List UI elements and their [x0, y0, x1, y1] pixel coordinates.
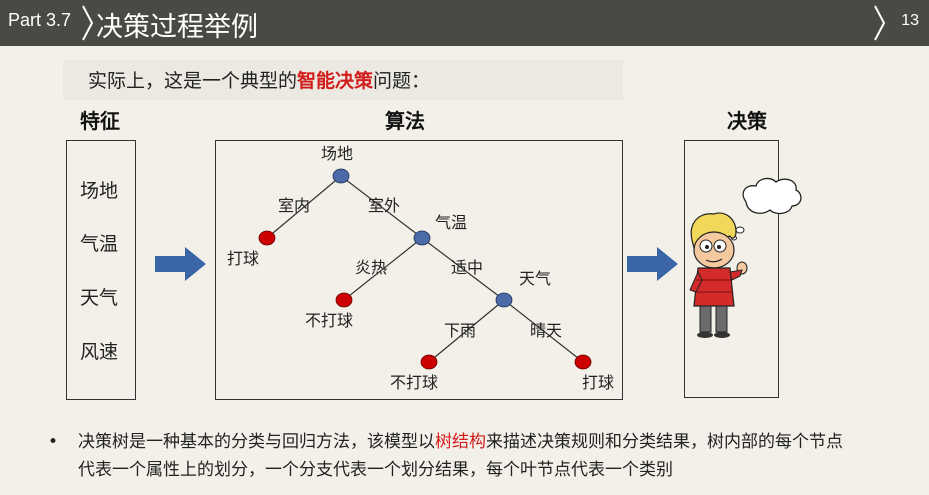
- right-arrow-icon: [627, 247, 678, 281]
- bullet-text: 决策树是一种基本的分类与回归方法，该模型以树结构来描述决策规则和分类结果，树内部…: [78, 428, 848, 484]
- intro-prefix: 实际上，这是一个典型的: [88, 70, 298, 92]
- algorithm-heading: 算法: [385, 109, 425, 133]
- leaf-label-no-play: 不打球: [305, 311, 353, 330]
- thought-bubble-icon: [731, 177, 802, 241]
- tree-leaf: [258, 230, 276, 246]
- chevron-right-icon: [874, 5, 886, 41]
- tree-node: [495, 292, 513, 308]
- chevron-right-icon: [82, 5, 94, 41]
- algorithm-box: [215, 140, 623, 400]
- branch-label-rain: 下雨: [444, 321, 476, 340]
- feature-item: 风速: [80, 341, 119, 363]
- decision-tree: 场地 室内 室外 打球 气温 炎热 适中 不打球 天气 下雨 晴天 不打球 打球: [227, 144, 614, 392]
- intro-highlight: 智能决策: [297, 70, 374, 92]
- branch-label-mild: 适中: [451, 258, 483, 277]
- node-label-weather: 天气: [519, 269, 551, 288]
- tree-leaf: [420, 354, 438, 370]
- branch-label-indoor: 室内: [278, 196, 310, 215]
- node-label-root: 场地: [321, 144, 353, 163]
- tree-leaf: [335, 292, 353, 308]
- right-arrow-icon: [155, 247, 206, 281]
- page-number: 13: [901, 12, 919, 29]
- tree-leaf: [574, 354, 592, 370]
- bullet-dot: •: [48, 432, 59, 452]
- features-heading: 特征: [80, 109, 120, 133]
- node-label-temperature: 气温: [435, 213, 467, 232]
- bullet-prefix: 决策树是一种基本的分类与回归方法，该模型以: [78, 432, 435, 452]
- decision-heading: 决策: [727, 109, 767, 133]
- branch-label-outdoor: 室外: [368, 196, 400, 215]
- feature-item: 场地: [80, 180, 119, 202]
- thinking-person-illustration: [689, 177, 802, 338]
- intro-band: [63, 60, 623, 100]
- tree-node: [413, 230, 431, 246]
- bullet-highlight: 树结构: [435, 432, 486, 452]
- branch-label-sunny: 晴天: [530, 321, 562, 340]
- feature-item: 天气: [80, 287, 119, 309]
- branch-label-hot: 炎热: [355, 258, 387, 277]
- leaf-label-play: 打球: [227, 249, 259, 268]
- feature-item: 气温: [80, 233, 119, 255]
- leaf-label-play: 打球: [582, 373, 614, 392]
- slide-header: Part 3.7 决策过程举例 13: [0, 0, 929, 46]
- intro-text: 实际上，这是一个典型的智能决策问题：: [88, 66, 430, 93]
- slide-title: 决策过程举例: [96, 12, 258, 43]
- features-box: [66, 140, 136, 400]
- leaf-label-no-play: 不打球: [390, 373, 438, 392]
- tree-node: [332, 168, 350, 184]
- part-label: Part 3.7: [8, 10, 72, 30]
- bullet-suffix: 来描述决策规则和分类结果，树内部的每个节点代表一个属性上的划分，一个分支代表一个…: [78, 432, 843, 480]
- intro-suffix: 问题：: [373, 70, 431, 92]
